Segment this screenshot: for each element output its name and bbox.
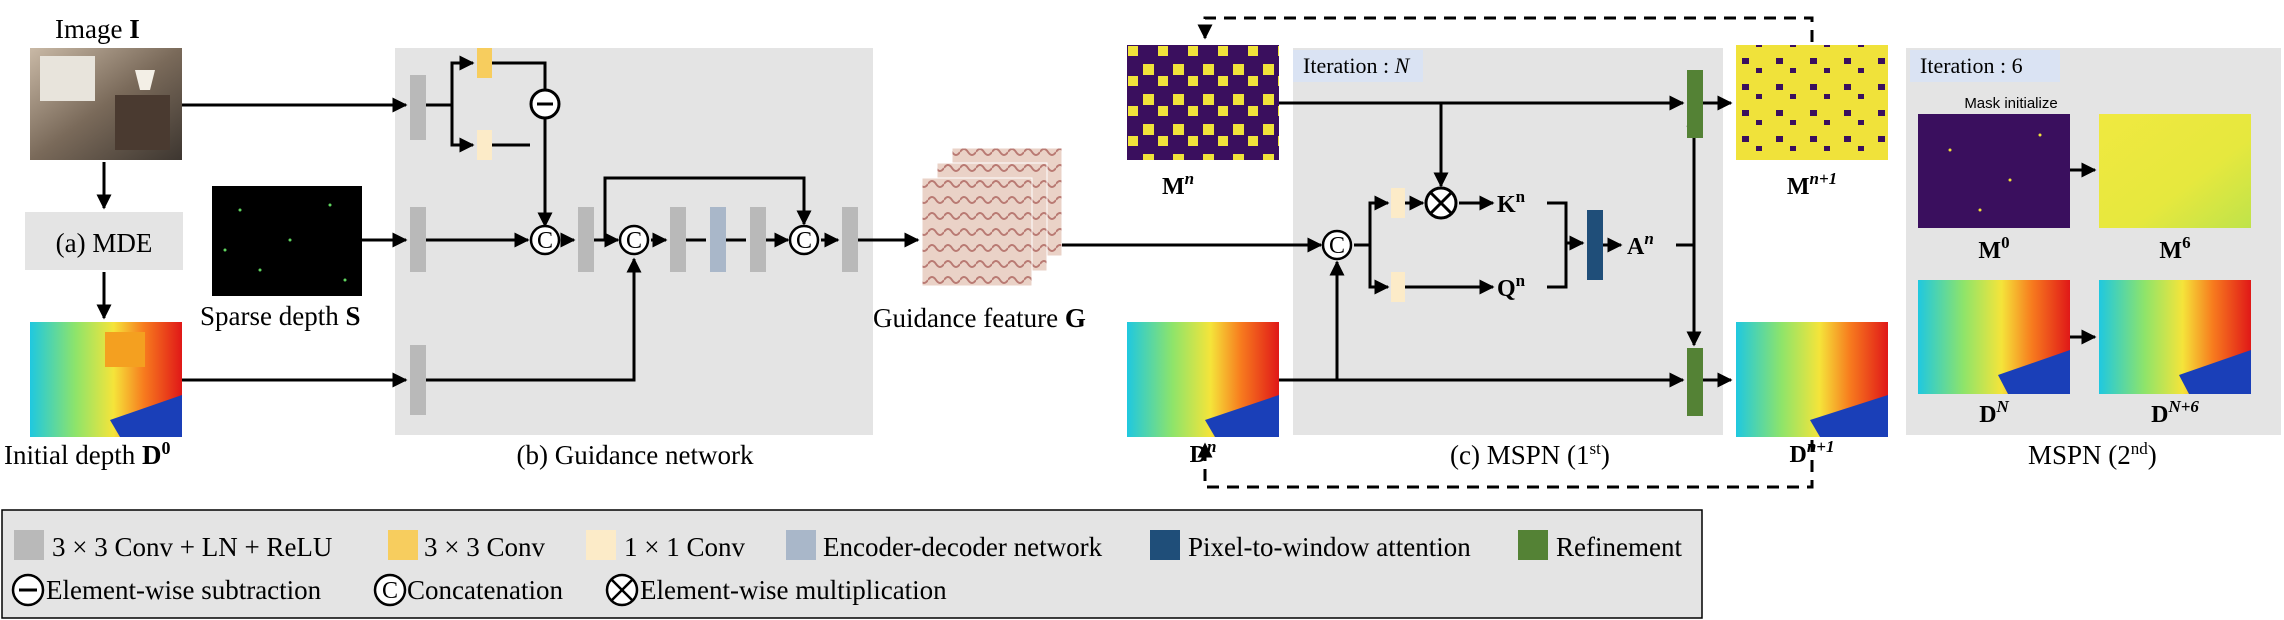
gn-conv-d	[842, 207, 858, 272]
pixel-to-window-attention	[1587, 210, 1603, 280]
legend-label-subtraction: Element-wise subtraction	[46, 575, 322, 605]
concat-op-1: C	[529, 224, 561, 256]
m6-label: M6	[2159, 233, 2190, 264]
legend-label-conv1: 1 × 1 Conv	[624, 532, 745, 562]
iteration-6-label: Iteration : 6	[1920, 53, 2023, 78]
qn-label: Qn	[1497, 271, 1526, 302]
kn-label: Kn	[1497, 187, 1526, 218]
mspn-conv1-q	[1391, 272, 1405, 302]
legend-box	[1, 509, 1703, 619]
svg-text:Guidance feature G: Guidance feature G	[873, 303, 1086, 333]
guidance-network-label: (b) Guidance network	[517, 440, 754, 470]
depth-dN-image	[1918, 280, 2070, 394]
mde-box	[25, 212, 183, 270]
depth-dn1-image	[1736, 322, 1888, 437]
guidance-feature-stack	[921, 147, 1063, 287]
svg-text:C: C	[537, 228, 553, 254]
input-image	[30, 48, 182, 160]
mask-mn1-image	[1736, 45, 1888, 160]
mspn2-label: MSPN (2nd)	[2028, 439, 2157, 470]
legend-label-multiply: Element-wise multiplication	[640, 575, 947, 605]
legend-label-attention: Pixel-to-window attention	[1188, 532, 1471, 562]
mspn-conv1-k	[1391, 188, 1405, 218]
gn-conv-sparse	[410, 207, 426, 272]
concat-op-3: C	[788, 224, 820, 256]
m0-label: M0	[1978, 233, 2009, 264]
mn-label: Mn	[1162, 169, 1194, 200]
gn-conv1-bottom	[477, 130, 492, 160]
iteration-6-tag	[1910, 50, 2060, 82]
dn1-label: Dn+1	[1790, 437, 1835, 468]
legend-swatch-refinement	[1518, 530, 1548, 560]
legend-swatch-conv1	[586, 530, 616, 560]
iteration-n-label: Iteration :	[1303, 53, 1395, 78]
dn-label: Dn	[1190, 437, 1217, 468]
svg-text:C: C	[626, 228, 642, 254]
gn-conv-depth	[410, 345, 426, 415]
concat-op-2: C	[618, 224, 650, 256]
sparse-depth-image	[212, 186, 362, 296]
mn1-label: Mn+1	[1787, 169, 1837, 200]
mspn1-panel	[1293, 48, 1723, 435]
mask-m6-image	[2099, 114, 2251, 228]
gn-conv3-top	[477, 48, 492, 78]
mask-mn-image	[1127, 45, 1279, 160]
svg-text:C: C	[382, 578, 398, 604]
svg-text:Initial depth D0: Initial depth D0	[4, 438, 170, 470]
image-label: Image	[55, 14, 122, 44]
iteration-n-tag	[1293, 50, 1423, 82]
dN6-label: DN+6	[2151, 397, 2199, 428]
legend-label-conv3: 3 × 3 Conv	[424, 532, 545, 562]
mde-label: (a) MDE	[56, 228, 153, 258]
sparse-depth-label: Sparse depth	[200, 301, 339, 331]
dN-label: DN	[1979, 397, 2009, 428]
svg-text:C: C	[796, 228, 812, 254]
refinement-depth	[1687, 348, 1703, 416]
times-circle-icon	[605, 573, 639, 607]
multiply-op	[1424, 186, 1458, 220]
legend-swatch-conv3	[388, 530, 418, 560]
gn-conv-b	[670, 207, 686, 272]
subtraction-op	[529, 88, 561, 120]
guidance-feature-label: Guidance feature	[873, 303, 1058, 333]
minus-circle-icon	[11, 573, 45, 607]
mspn1-label: (c) MSPN (1st)	[1450, 439, 1610, 470]
legend-row-2: Element-wise subtraction C Concatenation…	[11, 573, 947, 607]
mask-initialize-label: Mask initialize	[1964, 95, 2057, 112]
depth-dN6-image	[2099, 280, 2251, 394]
legend-label-refinement: Refinement	[1556, 532, 1682, 562]
svg-text:Iteration : N: Iteration : N	[1303, 53, 1411, 78]
initial-depth-label: Initial depth	[4, 440, 136, 470]
legend-label-conv-ln-relu: 3 × 3 Conv + LN + ReLU	[52, 532, 332, 562]
concat-circle-icon: C	[373, 573, 407, 607]
svg-text:Sparse depth S: Sparse depth S	[200, 301, 361, 331]
legend-swatch-encdec	[786, 530, 816, 560]
svg-text:Image I: Image I	[55, 14, 140, 44]
refinement-mask	[1687, 70, 1703, 138]
legend-swatch-conv-ln-relu	[14, 530, 44, 560]
gn-conv-a	[578, 207, 594, 272]
legend-label-encdec: Encoder-decoder network	[823, 532, 1103, 562]
image-symbol: I	[129, 14, 140, 44]
legend-swatch-attention	[1150, 530, 1180, 560]
gn-conv-c	[750, 207, 766, 272]
an-label: An	[1627, 229, 1654, 260]
legend-label-concat: Concatenation	[407, 575, 563, 605]
legend-row-1: 3 × 3 Conv + LN + ReLU 3 × 3 Conv 1 × 1 …	[14, 530, 1682, 562]
concat-op-mspn: C	[1321, 229, 1353, 261]
gn-conv-image	[410, 75, 426, 140]
gn-encoder-decoder	[710, 207, 726, 272]
mask-m0-image	[1918, 114, 2070, 228]
initial-depth-image	[30, 322, 182, 437]
svg-text:C: C	[1329, 233, 1345, 259]
